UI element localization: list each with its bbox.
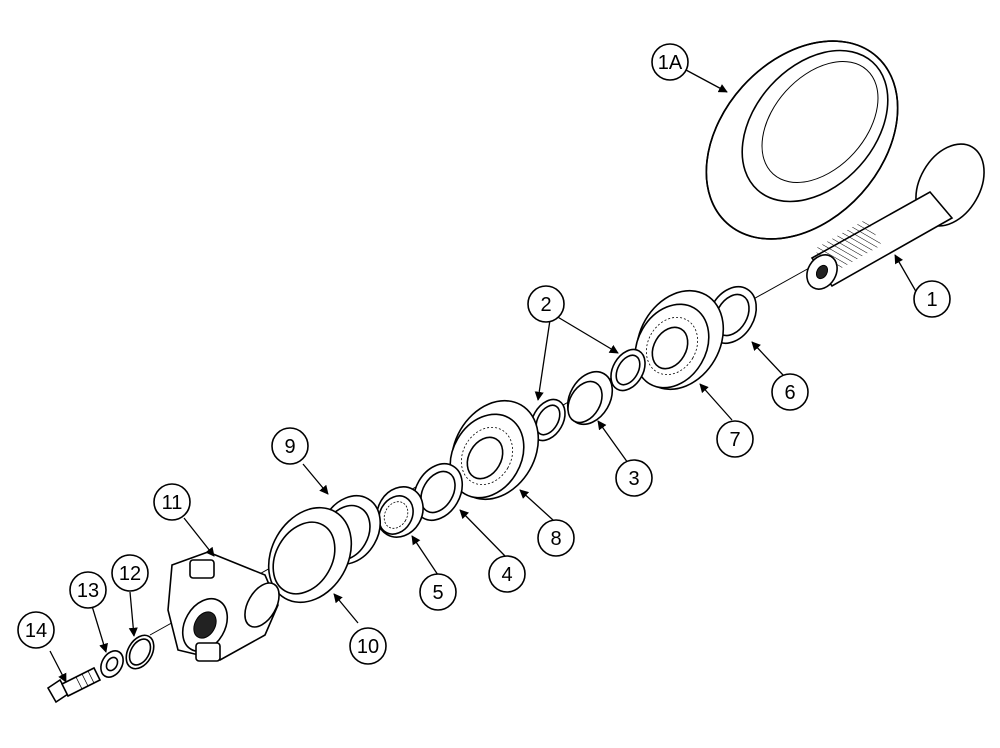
snap-rings-2: [530, 348, 646, 442]
spacer-3: [566, 370, 614, 426]
callout-1a: 1A: [651, 43, 689, 81]
washer-4: [412, 462, 464, 522]
callout-6: 6: [771, 373, 809, 411]
yoke-11: [167, 551, 280, 662]
callout-3-label: 3: [628, 468, 639, 490]
callout-1: 1: [913, 280, 951, 318]
callout-13: 13: [69, 571, 107, 609]
callout-1a-label: 1A: [658, 52, 683, 74]
callout-13-label: 13: [77, 580, 99, 602]
callout-1-label: 1: [926, 289, 937, 311]
callout-7: 7: [716, 420, 754, 458]
callout-6-label: 6: [784, 382, 795, 404]
callout-8: 8: [537, 519, 575, 557]
callout-8-label: 8: [550, 528, 561, 550]
leader-lines: [49, 69, 919, 683]
callout-14: 14: [17, 611, 55, 649]
callout-2: 2: [527, 285, 565, 323]
seal-10: [267, 506, 353, 604]
callout-4: 4: [488, 555, 526, 593]
callout-12: 12: [111, 554, 149, 592]
callout-5: 5: [419, 573, 457, 611]
callout-10: 10: [349, 627, 387, 665]
callout-12-label: 12: [119, 563, 141, 585]
washer-13: [100, 650, 124, 678]
callout-7-label: 7: [729, 429, 740, 451]
callout-9: 9: [271, 427, 309, 465]
ring-gear-1a: [705, 40, 899, 240]
callout-5-label: 5: [432, 582, 443, 604]
callout-11-label: 11: [162, 492, 183, 514]
pinion-shaft-1: [806, 143, 985, 290]
bearing-8: [449, 399, 540, 501]
bearing-7: [634, 289, 725, 391]
callout-4-label: 4: [501, 564, 512, 586]
bolt-14: [46, 666, 102, 704]
callout-9-label: 9: [284, 436, 295, 458]
callout-14-label: 14: [25, 620, 47, 642]
callout-2-label: 2: [540, 294, 551, 316]
nut-5: [376, 486, 424, 538]
callout-11: 11: [153, 483, 191, 521]
o-ring-12: [125, 634, 155, 670]
callout-10-label: 10: [357, 636, 379, 658]
callout-3: 3: [615, 459, 653, 497]
